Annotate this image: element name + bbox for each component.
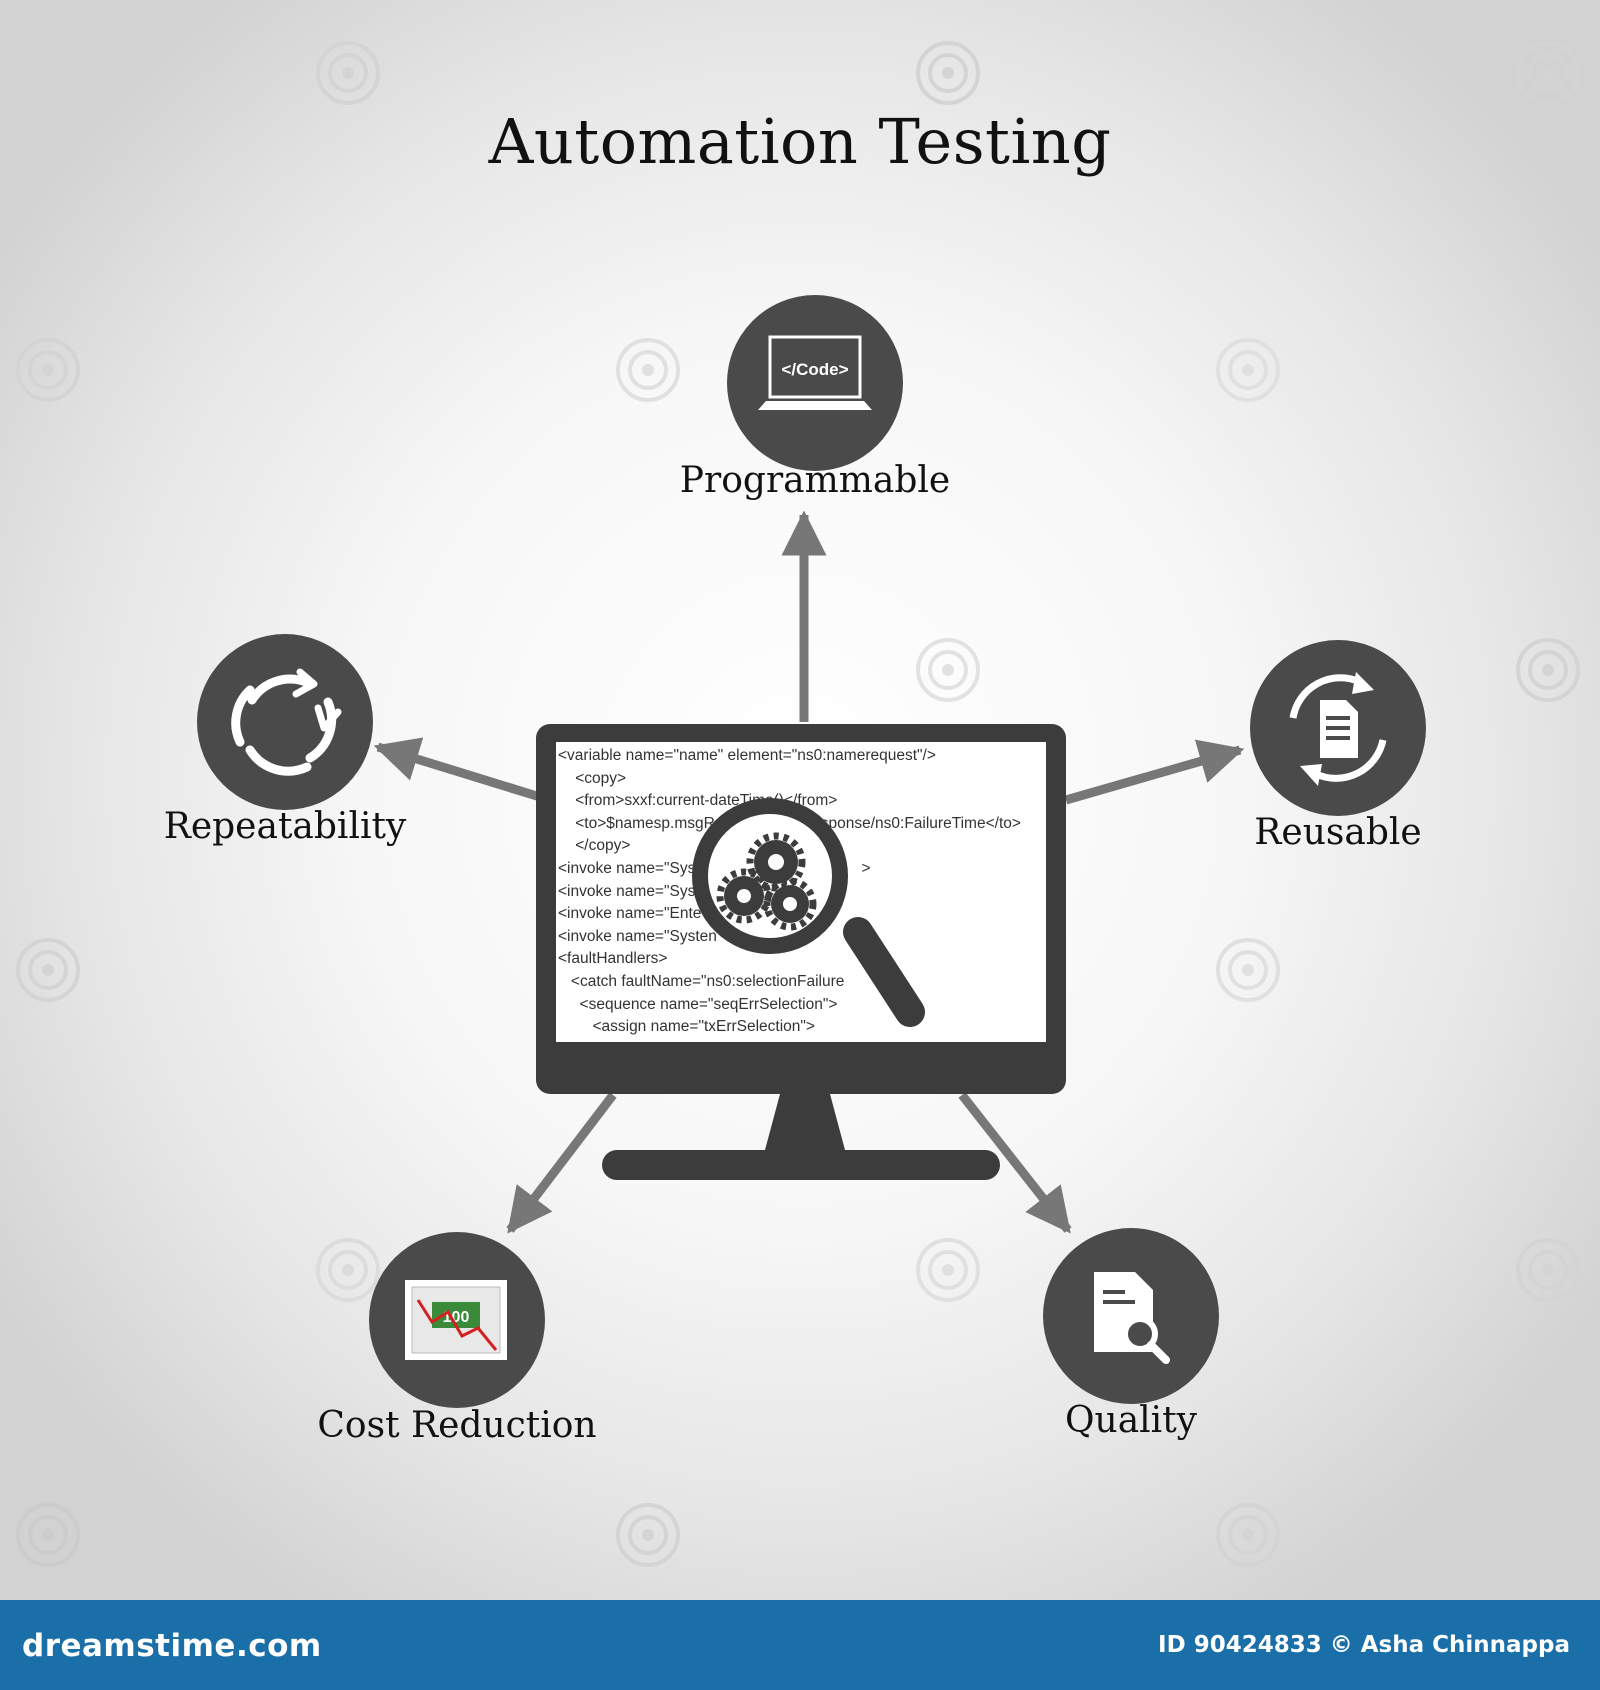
label-programmable: Programmable <box>679 460 951 501</box>
node-quality <box>1043 1228 1219 1404</box>
watermark-swirl-icon <box>1216 338 1280 402</box>
watermark-swirl-icon <box>1216 1503 1280 1567</box>
watermark-swirl-icon <box>16 1503 80 1567</box>
footer-credit: ID 90424833 © Asha Chinnappa <box>1158 1632 1570 1658</box>
code-line: <catch faultName="ns0:selectionFailure <box>558 972 845 990</box>
recycle-document-icon <box>1289 672 1387 786</box>
label-quality: Quality <box>1065 1400 1197 1441</box>
watermark-swirl-icon <box>16 938 80 1002</box>
page-title: Automation Testing <box>488 105 1112 178</box>
watermark-swirl-icon <box>616 338 680 402</box>
code-line: <copy> <box>558 769 627 787</box>
magnifier-gears-icon <box>692 798 925 1027</box>
svg-text:</Code>: </Code> <box>781 360 848 379</box>
cycle-arrows-icon <box>231 668 342 776</box>
document-search-icon <box>1094 1272 1170 1364</box>
money-chart-icon: 100 <box>405 1280 507 1360</box>
label-repeatability: Repeatability <box>163 806 407 847</box>
code-line: <invoke name="Sys L <box>558 882 735 900</box>
watermark-swirl-icon <box>1516 1238 1580 1302</box>
watermark-swirl-icon <box>916 638 980 702</box>
watermark-swirl-icon <box>916 1238 980 1302</box>
watermark-swirl-icon <box>1516 41 1580 105</box>
code-line: <to>$namesp.msgRe mpResponse/ns0:Failure… <box>575 814 1021 832</box>
watermark-swirl-icon <box>316 41 380 105</box>
laptop-code-icon: </Code> <box>758 335 872 410</box>
watermark-swirl-icon <box>1516 638 1580 702</box>
arrow-to-reusable <box>1064 739 1245 805</box>
code-line: <assign name="txErrSelection"> <box>558 1018 815 1036</box>
arrow-to-cost-reduction <box>506 1092 617 1234</box>
magnifier-overlay <box>692 798 925 1027</box>
footer-bar: dreamstime.com ID 90424833 © Asha Chinna… <box>0 1600 1600 1690</box>
node-reusable <box>1250 640 1426 816</box>
arrow-to-repeatability <box>373 737 542 802</box>
code-line: <variable name="name" element="ns0:namer… <box>558 747 936 764</box>
code-line: <faultHandlers> <box>558 950 668 968</box>
watermark-swirl-icon <box>1216 938 1280 1002</box>
node-programmable: </Code> <box>727 295 903 471</box>
watermark-swirl-icon <box>16 338 80 402</box>
watermark-swirl-icon <box>916 41 980 105</box>
label-reusable: Reusable <box>1254 812 1422 853</box>
watermark-swirl-icon <box>316 1238 380 1302</box>
watermark-swirl-icon <box>616 1503 680 1567</box>
code-line: </copy> <box>558 837 631 855</box>
footer-brand[interactable]: dreamstime.com <box>22 1628 322 1664</box>
monitor-code-panel: <variable name="name" element="ns0:namer… <box>558 745 1044 1040</box>
label-cost-reduction: Cost Reduction <box>317 1405 597 1446</box>
node-cost-reduction: 100 <box>369 1232 545 1408</box>
node-repeatability <box>197 634 373 810</box>
arrow-to-quality <box>958 1092 1072 1234</box>
code-line: <sequence name="seqErrSelection"> <box>558 995 838 1013</box>
